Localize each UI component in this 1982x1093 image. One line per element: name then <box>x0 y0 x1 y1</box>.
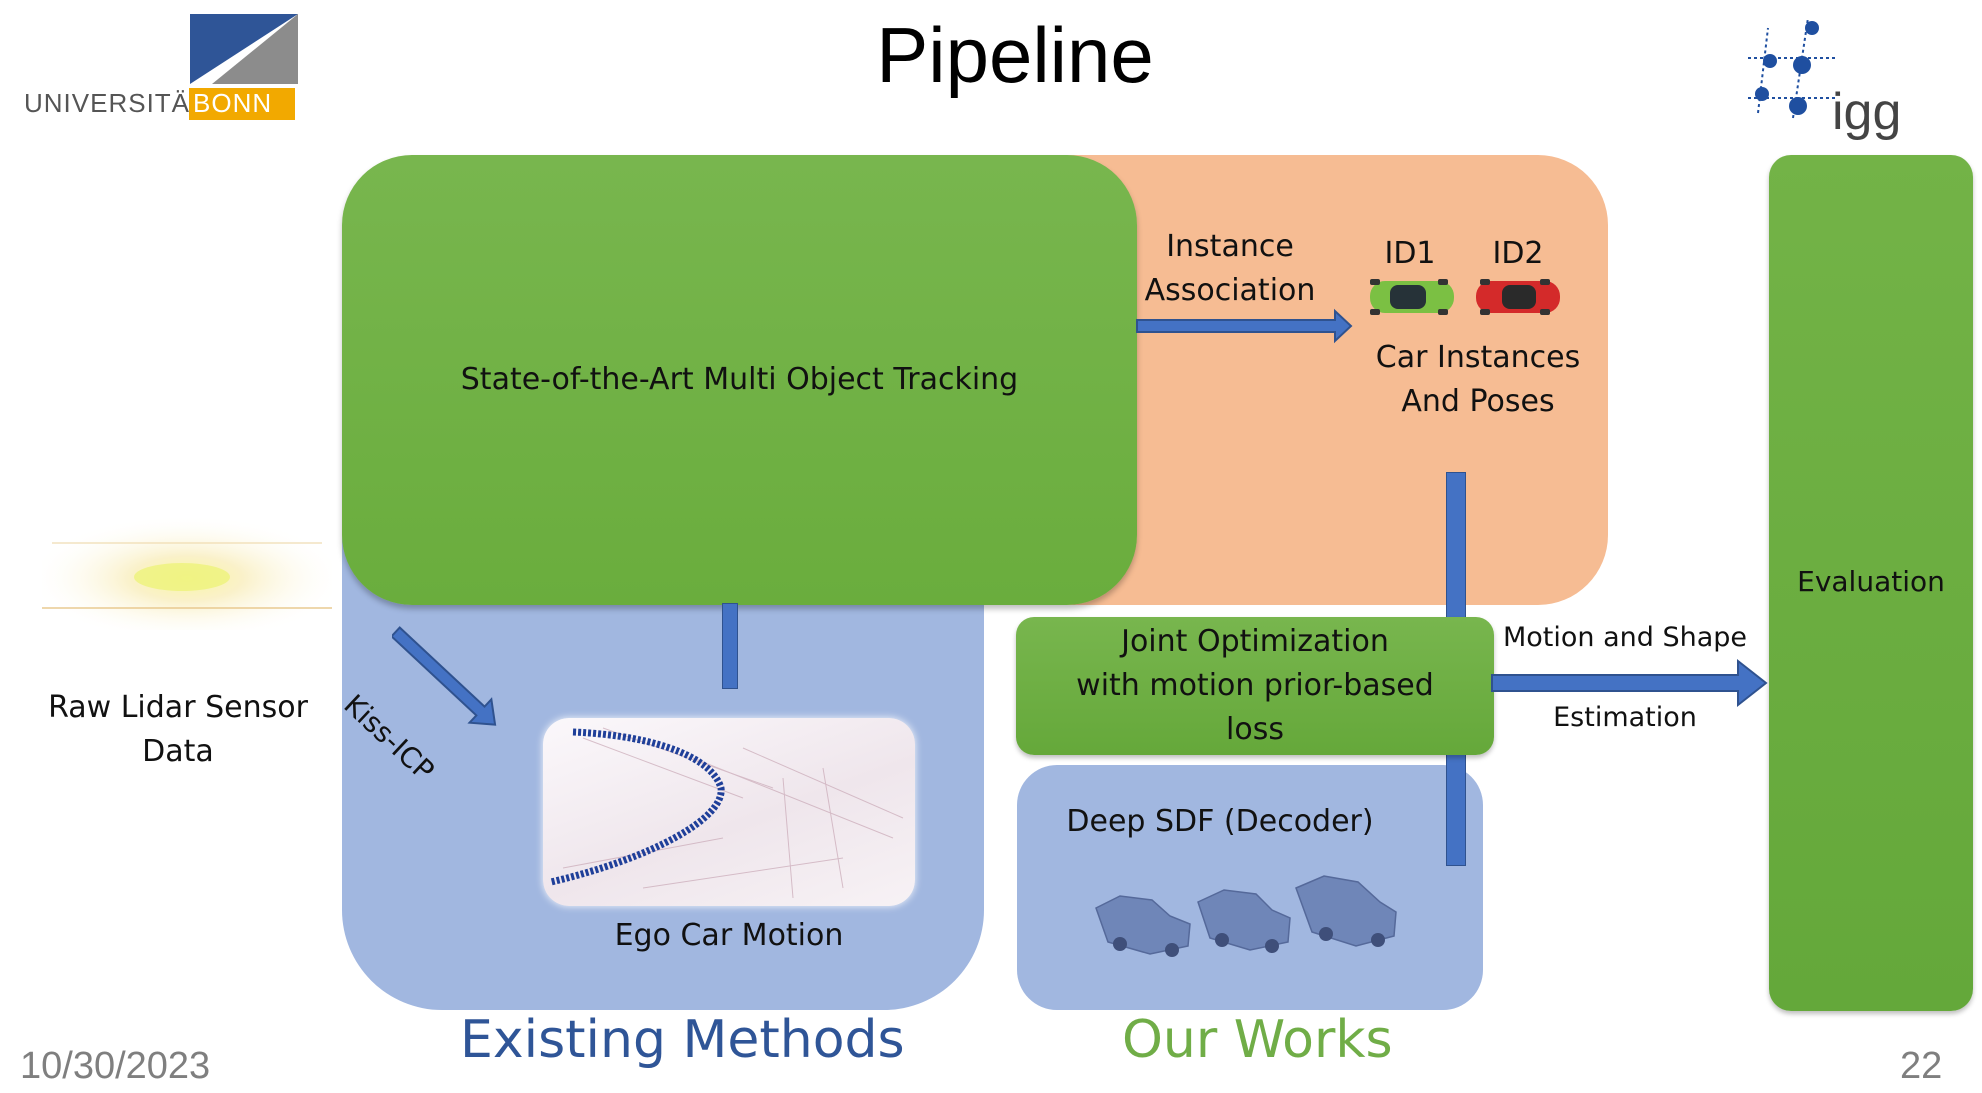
ego-car-motion-image <box>543 718 915 906</box>
joint-optimization-line1: Joint Optimization <box>1121 624 1389 659</box>
car-instances-line1: Car Instances <box>1375 340 1581 375</box>
university-bonn-logo <box>190 14 298 84</box>
ego-trajectory-plot <box>550 727 904 899</box>
deep-sdf-panel <box>1017 765 1483 1010</box>
evaluation-label: Evaluation <box>1797 565 1945 598</box>
joint-optimization-line2: with motion prior-based <box>1076 668 1434 703</box>
university-name: UNIVERSITÄT <box>24 88 207 118</box>
green-car-icon <box>1370 279 1454 315</box>
bonn-highlight-box <box>189 88 295 120</box>
reconstructed-car-shapes <box>1095 875 1397 957</box>
raw-lidar-label: Raw Lidar Sensor Data <box>28 686 328 774</box>
instance-association-label: Instance Association <box>1130 225 1330 313</box>
ego-car-motion-label: Ego Car Motion <box>614 918 844 953</box>
our-works-label: Our Works <box>1122 1010 1393 1070</box>
instance-association-arrow <box>1136 308 1353 344</box>
mot-to-ego-connector <box>722 603 738 689</box>
raw-lidar-line1: Raw Lidar Sensor <box>48 690 308 725</box>
estimation-label: Estimation <box>1553 702 1697 733</box>
red-car-icon <box>1476 279 1560 315</box>
instance-association-line1: Instance <box>1166 229 1294 264</box>
existing-methods-label: Existing Methods <box>460 1010 905 1070</box>
joint-optimization-line3: loss <box>1226 712 1284 747</box>
slide-number: 22 <box>1900 1045 1943 1087</box>
evaluation-box <box>1769 155 1973 1011</box>
id1-label: ID1 <box>1384 236 1436 271</box>
multi-object-tracking-box <box>342 155 1137 605</box>
deep-sdf-label: Deep SDF (Decoder) <box>1066 804 1374 839</box>
joint-optimization-label: Joint Optimization with motion prior-bas… <box>1016 620 1494 752</box>
raw-lidar-image <box>42 515 332 630</box>
slide-title: Pipeline <box>876 11 1154 99</box>
instance-association-line2: Association <box>1144 273 1316 308</box>
igg-logo-text: igg <box>1832 83 1902 141</box>
raw-lidar-line2: Data <box>142 734 214 769</box>
slide-date: 10/30/2023 <box>20 1045 211 1087</box>
car-instances-label: Car Instances And Poses <box>1360 336 1596 424</box>
bonn-label: BONN <box>193 88 273 118</box>
id2-label: ID2 <box>1492 236 1544 271</box>
kiss-icp-arrow <box>392 626 497 726</box>
motion-shape-estimation-arrow <box>1491 658 1768 708</box>
mot-label: State-of-the-Art Multi Object Tracking <box>460 362 1019 397</box>
motion-shape-label: Motion and Shape <box>1502 622 1748 653</box>
igg-logo-icon <box>1748 18 1838 119</box>
joint-optimization-box <box>1016 617 1494 755</box>
car-instances-line2: And Poses <box>1401 384 1555 419</box>
